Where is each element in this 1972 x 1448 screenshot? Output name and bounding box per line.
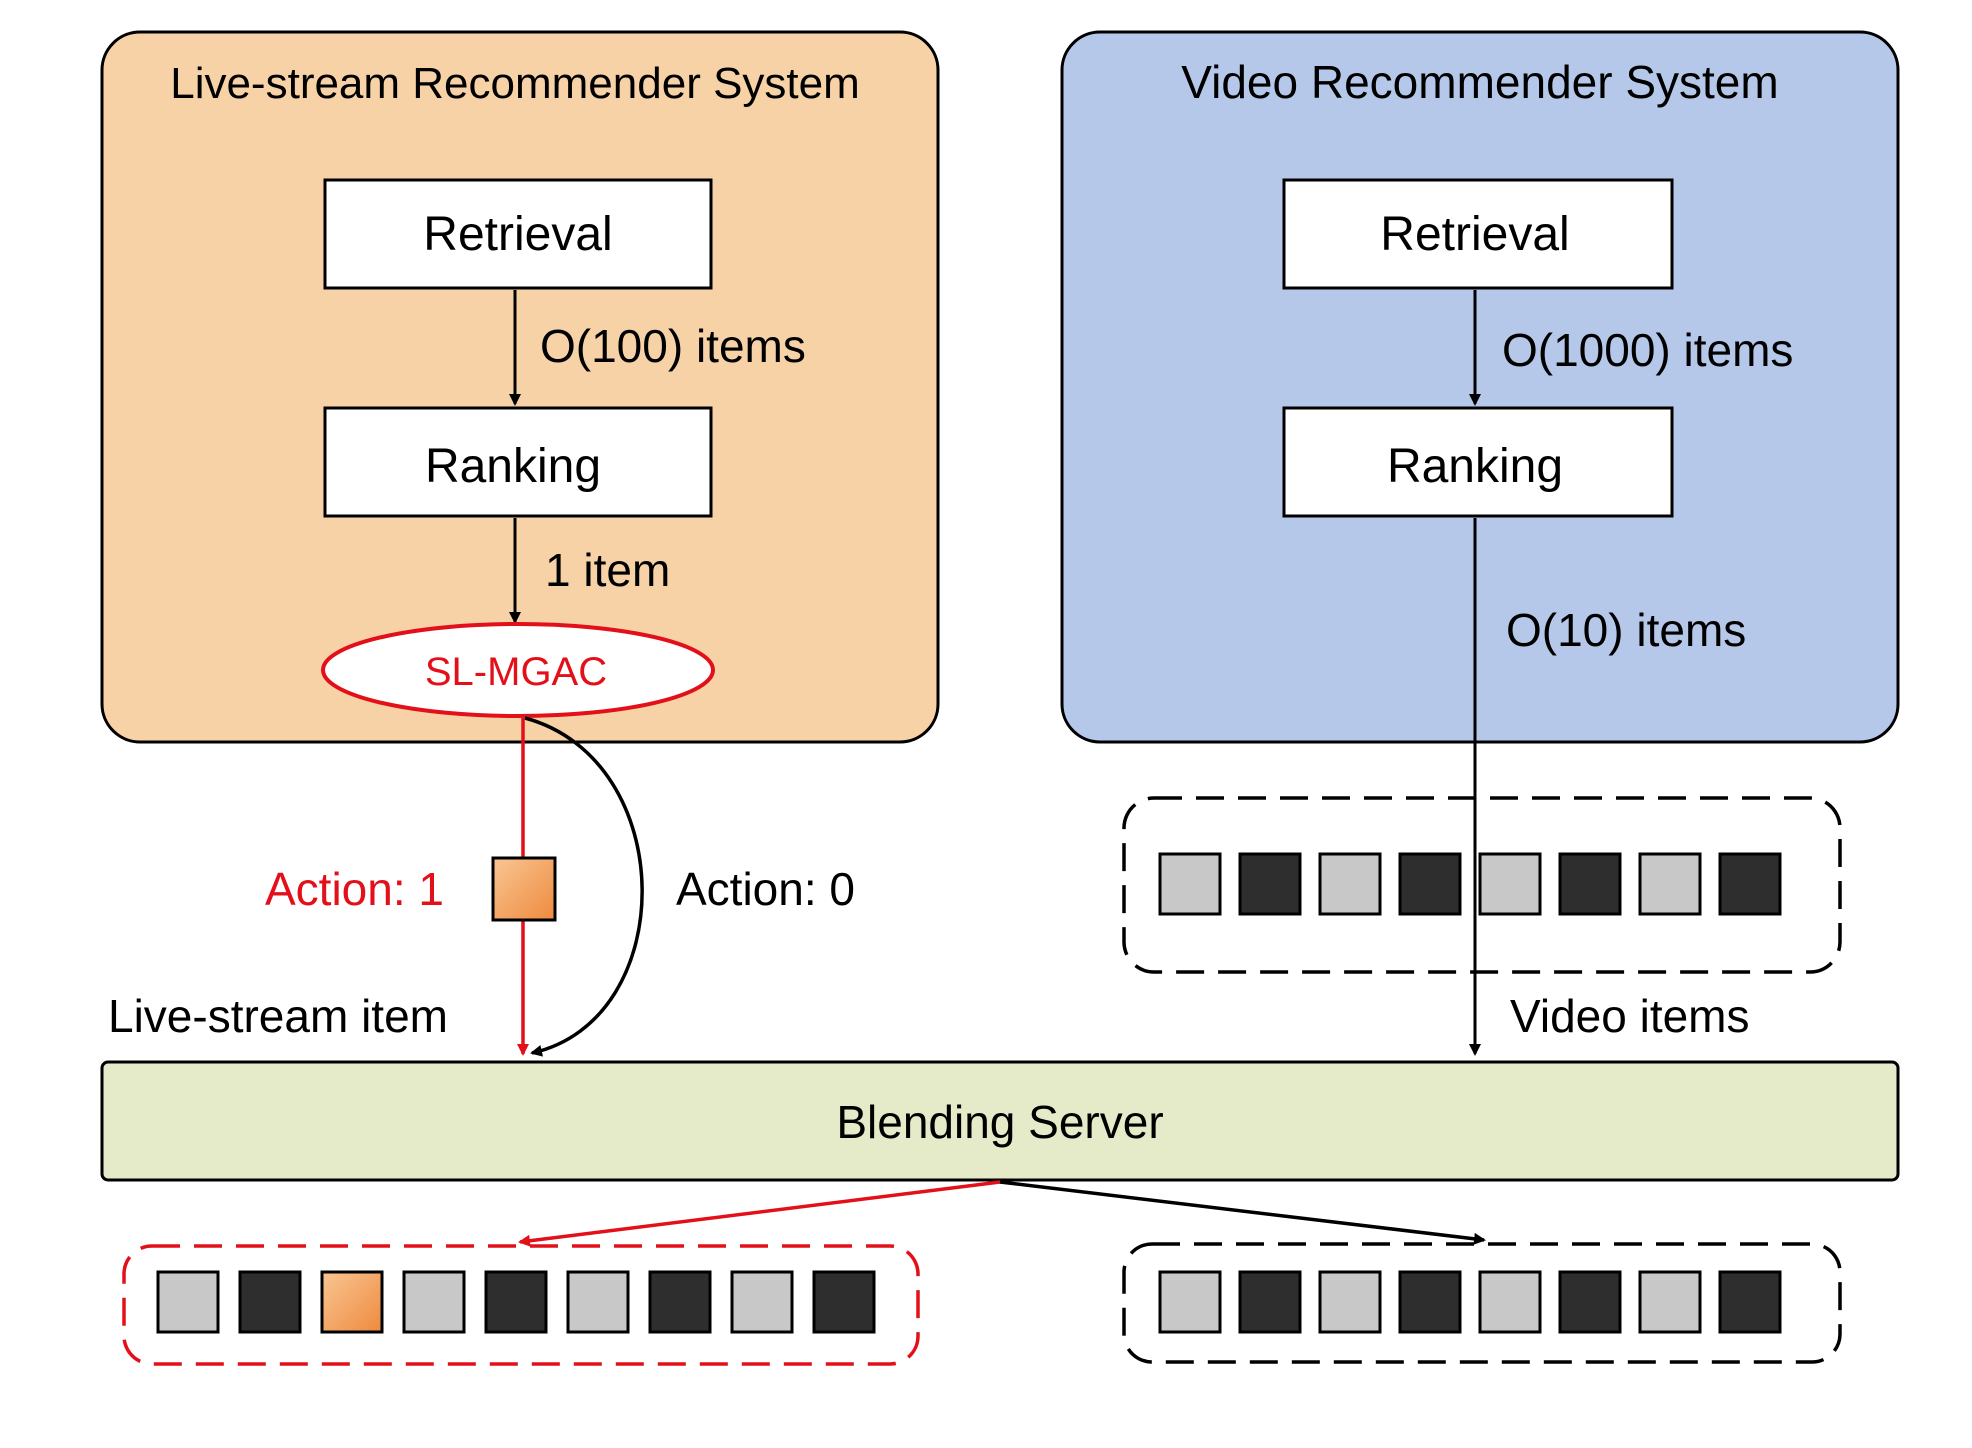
video-panel-background xyxy=(1060,30,1900,744)
video-system-panel: Video Recommender System Retrieval O(100… xyxy=(1060,30,1900,744)
blended-live-light-cell-1 xyxy=(156,1270,220,1334)
live-stream-panel-title: Live-stream Recommender System xyxy=(170,59,860,108)
video-retrieval-ranking-count: O(1000) items xyxy=(1502,324,1793,376)
blended-video-light-cell-3 xyxy=(1318,1270,1382,1334)
video-retrieval-label: Retrieval xyxy=(1380,208,1569,261)
blended-live-dark-cell-7 xyxy=(648,1270,712,1334)
live-stream-panel-background xyxy=(100,30,940,744)
blended-video-light-cell-5 xyxy=(1478,1270,1542,1334)
blend-to-live-output-arrow xyxy=(518,1180,1001,1247)
live-retrieval-label: Retrieval xyxy=(423,208,612,261)
video-items-label: Video items xyxy=(1510,990,1750,1042)
live-stream-item-cell xyxy=(491,856,557,922)
live-retrieval-ranking-count: O(100) items xyxy=(540,320,806,372)
video-ranking-blend-count: O(10) items xyxy=(1506,604,1746,656)
video-candidate-light-cell-5 xyxy=(1478,852,1542,916)
video-candidate-light-cell-1 xyxy=(1158,852,1222,916)
video-ranking-label: Ranking xyxy=(1387,440,1563,493)
action-1-label: Action: 1 xyxy=(265,863,444,915)
video-retrieval-box xyxy=(1282,178,1674,290)
video-candidate-dark-cell-8 xyxy=(1718,852,1782,916)
sl-mgac-model-node xyxy=(321,622,715,718)
action-0-arrow xyxy=(524,716,644,1057)
blended-live-light-cell-8 xyxy=(730,1270,794,1334)
blended-live-light-cell-4 xyxy=(402,1270,466,1334)
blended-video-dark-cell-8 xyxy=(1718,1270,1782,1334)
video-candidate-dark-cell-4 xyxy=(1398,852,1462,916)
blended-video-dark-cell-6 xyxy=(1558,1270,1622,1334)
live-retrieval-box xyxy=(323,178,713,290)
live-stream-item-label: Live-stream item xyxy=(108,990,448,1042)
blended-live-light-cell-6 xyxy=(566,1270,630,1334)
live-ranking-label: Ranking xyxy=(425,440,601,493)
blended-live-dark-cell-2 xyxy=(238,1270,302,1334)
blended-video-light-cell-7 xyxy=(1638,1270,1702,1334)
blended-video-light-cell-1 xyxy=(1158,1270,1222,1334)
video-candidate-light-cell-3 xyxy=(1318,852,1382,916)
live-ranking-box xyxy=(323,406,713,518)
live-ranking-model-count: 1 item xyxy=(545,544,670,596)
video-panel-title: Video Recommender System xyxy=(1181,56,1778,108)
blended-live-sequence xyxy=(156,1270,876,1334)
video-ranking-box xyxy=(1282,406,1674,518)
video-candidate-dark-cell-2 xyxy=(1238,852,1302,916)
blended-video-dark-cell-4 xyxy=(1398,1270,1462,1334)
blended-live-orange-cell-3 xyxy=(320,1270,384,1334)
blended-video-dark-cell-2 xyxy=(1238,1270,1302,1334)
blending-server-label: Blending Server xyxy=(836,1096,1163,1148)
blended-live-dark-cell-5 xyxy=(484,1270,548,1334)
video-candidate-dark-cell-6 xyxy=(1558,852,1622,916)
video-candidates-group xyxy=(1122,796,1842,974)
sl-mgac-model-label: SL-MGAC xyxy=(425,650,607,694)
blended-live-output-group xyxy=(122,1244,920,1366)
video-candidates-sequence xyxy=(1158,852,1782,916)
action-0-label: Action: 0 xyxy=(676,863,855,915)
blended-live-dark-cell-9 xyxy=(812,1270,876,1334)
live-stream-system-panel: Live-stream Recommender System Retrieval… xyxy=(100,30,940,744)
blended-video-sequence xyxy=(1158,1270,1782,1334)
blend-to-video-output-arrow xyxy=(999,1180,1486,1245)
blended-video-output-group xyxy=(1122,1242,1842,1364)
blending-server-box xyxy=(100,1060,1900,1182)
video-candidate-light-cell-7 xyxy=(1638,852,1702,916)
